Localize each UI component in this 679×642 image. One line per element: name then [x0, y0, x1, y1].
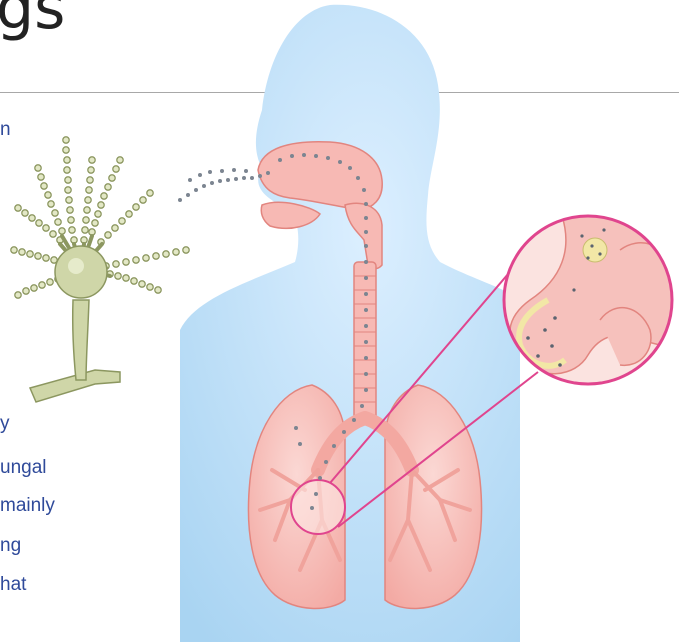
lung-zoom-region — [291, 480, 345, 534]
aspergillus-fungus-icon — [11, 137, 189, 402]
magnified-alveoli-inset — [504, 210, 679, 384]
